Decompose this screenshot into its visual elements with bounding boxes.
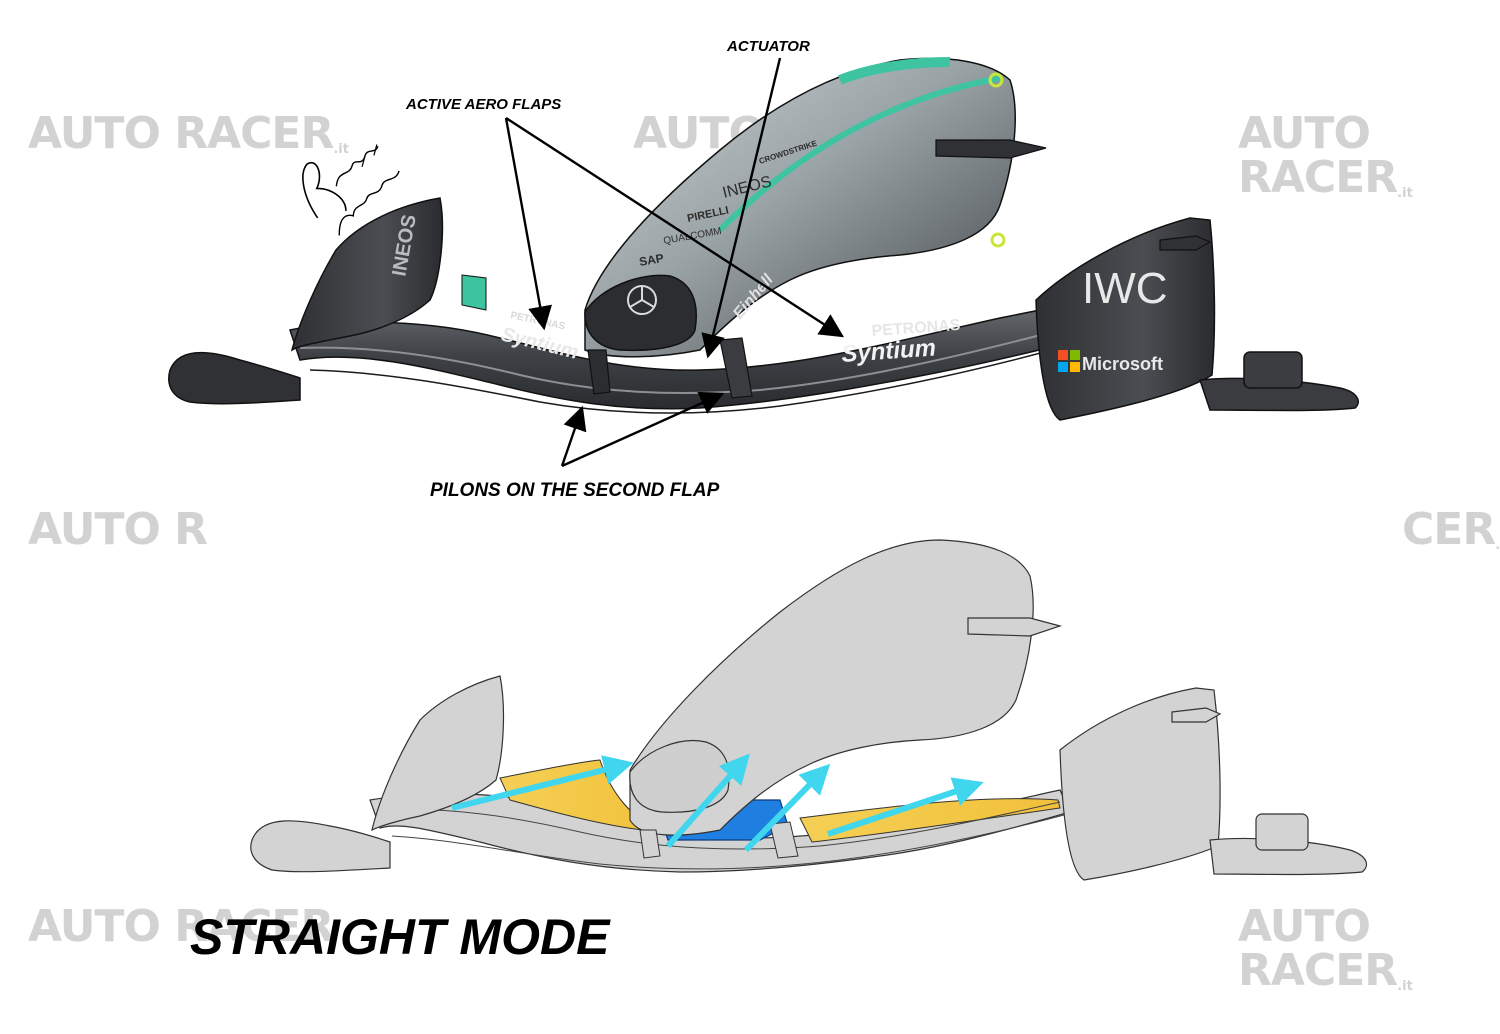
wm-brand-auto: AUTO xyxy=(1238,901,1371,952)
pilon-2 xyxy=(719,337,753,399)
flow-arrows xyxy=(451,753,984,853)
callout-active-aero-flaps: ACTIVE AERO FLAPS xyxy=(406,96,562,113)
flow-arrow-3 xyxy=(743,763,831,853)
mode-title: STRAIGHT MODE xyxy=(190,909,610,965)
sketch-camera-pod-upper xyxy=(967,617,1063,637)
callout-pilons: PILONS ON THE SECOND FLAP xyxy=(430,480,720,501)
nose-teal-stripe-2 xyxy=(838,57,951,85)
wm-brand-suffix: .it xyxy=(1397,186,1413,201)
sketch-pilon-2 xyxy=(769,821,799,859)
nose-cone xyxy=(584,57,1016,358)
wm-brand-racer: RACER xyxy=(174,901,334,952)
sketch-left-endplate xyxy=(371,675,505,832)
sketch-flap-edge-2 xyxy=(391,813,1069,870)
right-endplate-logo-microsoft: Microsoft xyxy=(1082,354,1163,374)
camera-pod-upper xyxy=(935,139,1047,159)
microsoft-logo-icon xyxy=(1058,350,1080,372)
arrow-pilon-right xyxy=(561,391,725,468)
watermark-mid-right: CER.it xyxy=(1402,508,1500,553)
left-footplate xyxy=(168,351,301,405)
callout-arrows xyxy=(504,57,845,468)
watermark-mid-left: AUTO R xyxy=(28,508,208,552)
arrow-actuator xyxy=(701,57,782,359)
wm-partial-right: CER xyxy=(1402,504,1496,555)
right-endplate-logo-iwc: IWC xyxy=(1082,264,1168,313)
nose-tip xyxy=(584,274,697,352)
wm-brand-auto: AUTO xyxy=(28,108,161,159)
wm-brand-suffix: .it xyxy=(1495,538,1500,553)
artist-signature xyxy=(302,144,400,236)
nose-logo-5: SAP xyxy=(638,251,665,269)
wm-brand-auto: AUTO xyxy=(1238,108,1371,159)
sketch-camera-pod-right xyxy=(1171,707,1222,723)
wm-brand-suffix: .it xyxy=(1397,979,1413,994)
flow-arrow-4 xyxy=(827,777,984,837)
callout-actuator: ACTUATOR xyxy=(727,38,810,55)
arrow-flaps-left xyxy=(504,117,552,331)
flap-edge-1 xyxy=(299,329,1061,395)
teal-flap-tab-left xyxy=(461,274,487,311)
right-footplate-canister xyxy=(1243,351,1303,389)
wm-brand-racer: RACER xyxy=(1238,945,1398,996)
watermark-bottom-left: AUTO RACER xyxy=(28,905,334,949)
nose-teal-stripe xyxy=(717,75,1001,233)
watermark-bottom-right: AUTO RACER.it xyxy=(1238,905,1500,996)
sketch-pilon-1 xyxy=(639,829,661,859)
mainplane-right-logo-bottom: Syntium xyxy=(841,334,937,368)
mainplane-right-logo-top: PETRONAS xyxy=(871,317,961,340)
flap-edge-2 xyxy=(309,344,1071,414)
watermark-top-left: AUTO RACER.it xyxy=(28,112,349,157)
arrow-pilon-left xyxy=(560,405,587,467)
arrow-flaps-right xyxy=(505,116,845,338)
watermark-top-right: AUTO RACER.it xyxy=(1238,112,1500,203)
camera-pod-right xyxy=(1159,235,1212,251)
wm-brand-auto: AUTO xyxy=(28,901,161,952)
wm-partial-left: AUTO R xyxy=(28,504,208,555)
sketch-nose-tip xyxy=(629,740,730,813)
wm-brand-racer: RACER xyxy=(1238,152,1398,203)
sketch-flap-edge-1 xyxy=(379,801,1061,850)
sketch-left-footplate xyxy=(250,820,391,873)
wm-brand-racer: RACER xyxy=(174,108,334,159)
sketch-footplate-canister xyxy=(1255,813,1309,851)
flow-arrow-1 xyxy=(451,755,634,811)
right-endplate xyxy=(1035,217,1216,421)
left-endplate xyxy=(290,197,444,352)
sketch-wing xyxy=(250,539,1368,881)
sketch-active-flap-right xyxy=(799,798,1061,843)
nose-lime-ring-2 xyxy=(990,232,1006,248)
pilon-1 xyxy=(587,349,611,395)
livery-wing-render: INEOS IWC Microsoft CROWDSTRIKE INEOS PI… xyxy=(168,57,1359,421)
nose-lime-ring-1 xyxy=(988,72,1004,88)
mercedes-star-lines xyxy=(629,286,655,308)
flow-arrow-2 xyxy=(665,753,750,848)
wm-brand-suffix: .it xyxy=(333,142,349,157)
